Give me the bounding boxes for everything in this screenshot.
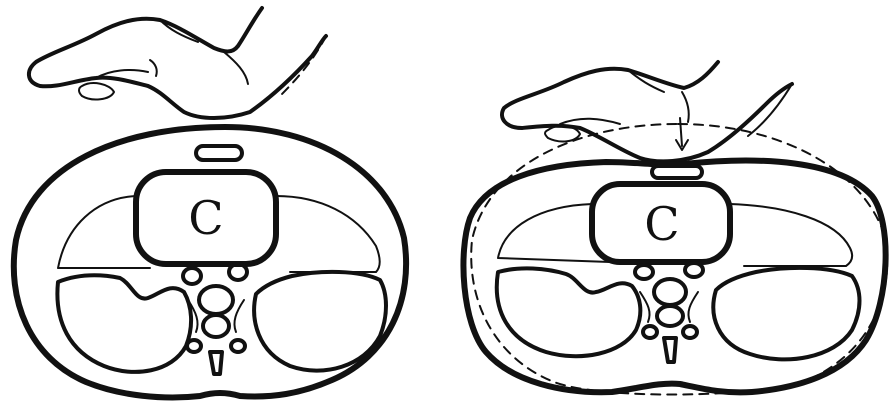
left-lung-left-side: [254, 272, 386, 371]
left-hand-icon: [29, 8, 326, 118]
right-hand-icon: [502, 62, 792, 161]
right-sternum: [652, 166, 702, 178]
left-cavity-label: C: [188, 191, 223, 245]
right-lung-left-side: [713, 268, 859, 359]
right-spine: [635, 263, 703, 362]
left-sternum: [196, 146, 242, 160]
right-panel: C: [463, 62, 887, 395]
left-panel: C: [14, 8, 406, 397]
left-lung-right-side: [57, 275, 191, 372]
right-lung-right-side: [497, 268, 641, 356]
right-cavity-label: C: [644, 197, 679, 251]
